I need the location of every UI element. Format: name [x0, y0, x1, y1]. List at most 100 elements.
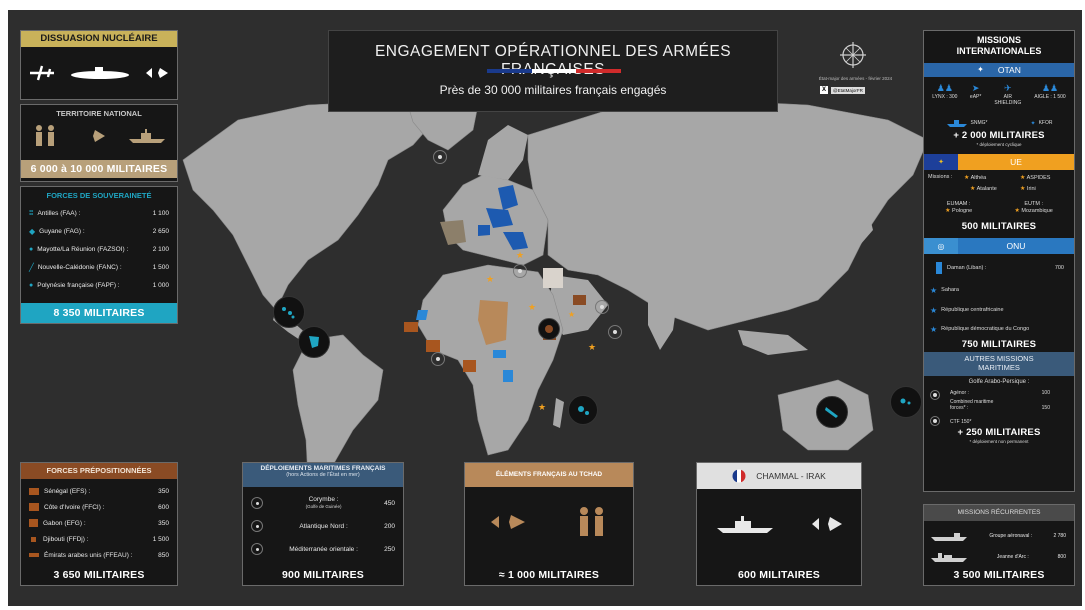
ema-emblem-icon — [840, 42, 866, 68]
gabon-base — [463, 360, 476, 372]
mission-star-balkans: ★ — [486, 274, 494, 284]
mayotte-icon: ● — [29, 245, 34, 253]
recurrentes-row: Groupe aéronaval : 2 780 — [930, 525, 1066, 547]
mission-star-gulf: ★ — [568, 310, 575, 319]
onu-daman: Daman (Liban) : 700 — [924, 254, 1074, 276]
chammal-panel: CHAMMAL - IRAK 600 MILITAIRES — [696, 462, 862, 586]
recurrentes-panel: MISSIONS RÉCURRENTES Groupe aéronaval : … — [923, 504, 1075, 586]
submarine-icon — [70, 67, 129, 79]
uae-base — [573, 295, 586, 305]
maritimes-row: Méditerranée orientale : 250 — [251, 537, 395, 561]
gabon-icon — [29, 519, 38, 527]
guyane-badge — [298, 326, 330, 358]
mission-star-mediterranean: ★ — [516, 250, 524, 260]
souverainete-total: 8 350 MILITAIRES — [21, 303, 177, 323]
chammal-total: 600 MILITAIRES — [738, 569, 820, 581]
nato-romania-highlight — [503, 232, 528, 250]
naval-deployment-marker — [433, 150, 447, 164]
chammal-header: CHAMMAL - IRAK — [756, 471, 826, 481]
prepositionnees-row: Côte d'Ivoire (FFCI) :600 — [29, 499, 169, 515]
southeast-asia-islands — [738, 330, 808, 355]
reunion-badge — [568, 395, 598, 425]
recurrentes-row: Jeanne d'Arc : 800 — [930, 547, 1066, 567]
star-icon: ★ — [1020, 175, 1026, 181]
drc-highlight — [503, 370, 513, 382]
polynesie-icon: ● — [29, 281, 34, 289]
warship-icon — [716, 516, 773, 533]
nato-baltic-highlight — [498, 185, 518, 210]
naval-ring-icon — [251, 520, 263, 532]
soldiers-icon: ♟♟ — [936, 83, 953, 93]
tchad-total: ≈ 1 000 MILITAIRES — [498, 569, 600, 581]
souverainete-row: ╱Nouvelle-Calédonie (FANC) :1 500 — [29, 262, 169, 272]
otan-label: OTAN — [997, 65, 1021, 75]
twitter-link[interactable]: X @EtatMajorFR — [820, 86, 865, 94]
india-landmass — [648, 295, 678, 350]
nato-poland-highlight — [486, 208, 513, 228]
world-map: ★ ★ ★ ★ ★ ★ — [182, 94, 929, 491]
naval-deployment-marker — [431, 352, 445, 366]
fighter-jet-icon — [146, 68, 169, 78]
jet-icon: ➤ — [971, 83, 980, 93]
map-canvas: ★ ★ ★ ★ ★ ★ ENGAGEMENT OPÉRATIONNEL DES … — [8, 10, 1082, 606]
prepositionnees-header: FORCES PRÉPOSITIONNÉES — [21, 463, 177, 479]
otan-total: + 2 000 MILITAIRES — [953, 130, 1045, 141]
prepositionnees-row: Sénégal (EFS) :350 — [29, 483, 169, 499]
internationales-panel: MISSIONS INTERNATIONALES ✦ OTAN ♟♟LYNX :… — [923, 30, 1075, 492]
ue-label: UE — [958, 154, 1074, 170]
naval-ring-icon — [251, 543, 263, 555]
recurrentes-list: Groupe aéronaval : 2 780 Jeanne d'Arc : … — [924, 521, 1074, 567]
nouvelle-caledonie-badge — [816, 396, 848, 428]
cote-divoire-icon — [29, 503, 39, 511]
souverainete-header: FORCES DE SOUVERAINETÉ — [46, 191, 152, 200]
naval-ring-icon — [251, 497, 263, 509]
onu-label: ONU — [958, 238, 1074, 254]
tchad-header: ÉLÉMENTS FRANÇAIS AU TCHAD — [465, 463, 633, 487]
ue-total: 500 MILITAIRES — [961, 221, 1037, 232]
dissuasion-icons — [21, 47, 177, 99]
territoire-header: TERRITOIRE NATIONAL — [56, 109, 142, 118]
recurrentes-header: MISSIONS RÉCURRENTES — [924, 505, 1074, 521]
mission-star-ocean: ★ — [588, 342, 596, 352]
antilles-icon: ⵓ — [29, 210, 34, 217]
un-star-icon: ★ — [930, 285, 938, 295]
kfor-star-icon: ✦ — [1030, 120, 1036, 127]
maritimes-header: DÉPLOIEMENTS MARITIMES FRANÇAIS — [260, 465, 386, 472]
naval-ring-icon — [930, 416, 940, 426]
jet-icon — [83, 130, 105, 142]
uae-icon — [29, 553, 39, 557]
maritimes-row: Atlantique Nord : 200 — [251, 515, 395, 537]
air-shield-icon: ✈ — [1004, 83, 1012, 93]
onu-total: 750 MILITAIRES — [961, 339, 1037, 350]
madagascar-landmass — [553, 398, 564, 428]
north-america-landmass — [182, 101, 429, 311]
title-box: ENGAGEMENT OPÉRATIONNEL DES ARMÉES FRANÇ… — [328, 30, 778, 112]
chad-territory — [478, 300, 508, 345]
territoire-icons — [21, 118, 177, 154]
scandinavia-landmass — [478, 125, 528, 180]
polynesie-badge — [890, 386, 922, 418]
djibouti-badge — [538, 318, 560, 340]
naval-deployment-marker — [608, 325, 622, 339]
naval-deployment-marker — [513, 264, 527, 278]
fighter-jet-icon — [490, 515, 525, 529]
ue-missions: Missions : ★ Althéa ★ ASPIDES ★ Atalante… — [928, 174, 1051, 192]
onu-bar: ◎ ONU — [924, 238, 1074, 254]
mission-star-red-sea: ★ — [528, 302, 536, 312]
onu-items: ★Sahara ★République centrafricaine ★Répu… — [930, 285, 1030, 334]
page-subtitle: Près de 30 000 militaires français engag… — [439, 83, 667, 97]
mission-star-mozambique: ★ — [538, 402, 546, 412]
tchad-panel: ÉLÉMENTS FRANÇAIS AU TCHAD ≈ 1 000 MILIT… — [464, 462, 634, 586]
guyane-icon: ◆ — [29, 226, 36, 236]
autres-list: Agénor :100 Combined maritime forces* :1… — [924, 388, 1074, 432]
territoire-total: 6 000 à 10 000 MILITAIRES — [21, 160, 177, 178]
senegal-icon — [29, 487, 39, 495]
warship-icon — [129, 129, 165, 143]
x-logo-icon: X — [820, 86, 828, 94]
naval-ring-icon — [930, 390, 940, 400]
star-icon: ★ — [945, 208, 951, 214]
